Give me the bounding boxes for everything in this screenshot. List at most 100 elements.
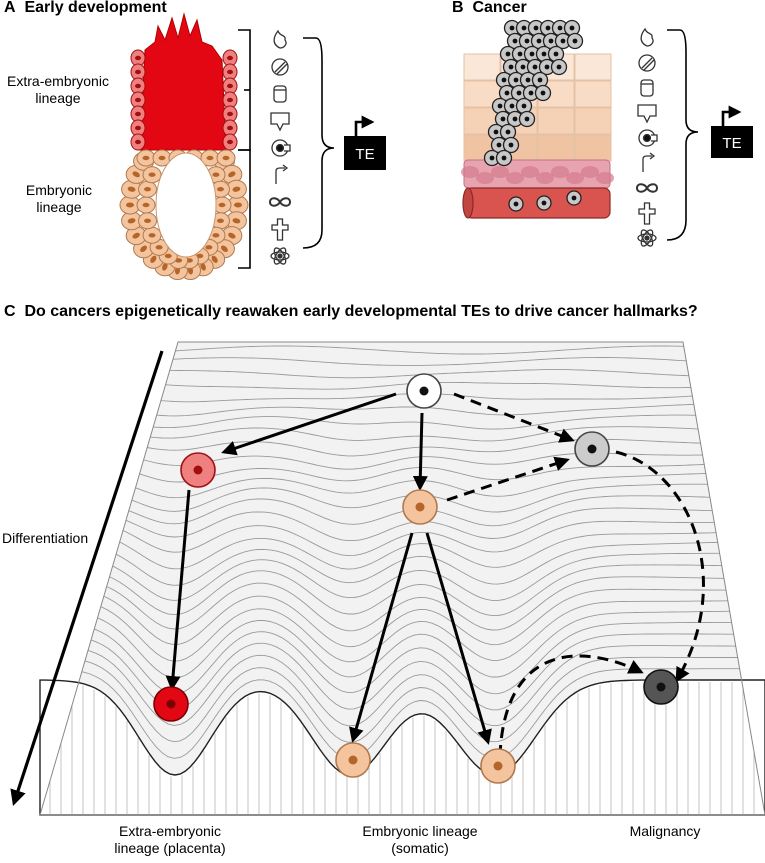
trophectoderm-cell: [130, 133, 146, 151]
embryonic-cell: [216, 149, 236, 167]
tumour-cell: [531, 71, 549, 89]
contour-line: [40, 645, 765, 727]
extra-embryonic-lineage-label: Extra-embryonic lineage: [6, 73, 110, 107]
panel-b-letter: B: [452, 0, 464, 16]
infinity-icon: [268, 197, 292, 207]
bottom-label-malignancy: Malignancy: [610, 823, 720, 840]
contour-line: [40, 599, 765, 663]
contour-line: [40, 633, 765, 711]
contour-line: [40, 507, 765, 542]
placenta-label-line2: lineage (placenta): [114, 840, 226, 856]
stroma-cell: [461, 166, 479, 178]
pluripotent-cell: [406, 373, 442, 409]
somatic-cell-2: [480, 748, 516, 784]
fire-icon: [640, 27, 654, 47]
panel-a-title: A Early development: [4, 0, 167, 17]
atom-icon: [270, 247, 290, 265]
blocked-icon: [271, 58, 289, 76]
tumour-cell: [522, 84, 540, 102]
panel-a-heading: Early development: [24, 0, 167, 16]
contour-line: [40, 668, 765, 759]
circulating-tumour-cell: [566, 190, 582, 206]
contour-line: [40, 438, 765, 457]
embryonic-cell: [136, 196, 156, 214]
te-badge-b-text: TE: [722, 135, 741, 152]
contour-line: [40, 564, 765, 617]
infinity-icon: [635, 183, 659, 193]
contour-line: [40, 519, 765, 557]
stroma-cell: [476, 172, 494, 184]
dashed-trajectory-arrows: [446, 392, 705, 757]
embryonic-cell: [200, 149, 220, 167]
blastocyst-illustration: [119, 12, 249, 281]
speech-box-icon: [270, 112, 290, 132]
tumour-cell: [487, 123, 505, 141]
landscape-outline: [39, 341, 765, 816]
epithelial-cell: [574, 107, 612, 135]
contour-line: [40, 610, 765, 679]
contour-line: [40, 495, 765, 527]
arrow-turn-icon: [275, 164, 289, 184]
epithelial-cell: [537, 134, 575, 162]
stroma-cell: [581, 166, 599, 178]
bottom-label-placenta: Extra-embryonic lineage (placenta): [100, 823, 240, 857]
immune-evasion-icon: [638, 129, 658, 147]
trophectoderm-cell: [130, 49, 146, 67]
cylinder-icon: [640, 79, 654, 97]
embryonic-progenitor-cell: [402, 489, 438, 525]
te-badge-a: TE: [344, 115, 386, 170]
atom-icon: [637, 229, 657, 247]
contour-line: [40, 450, 765, 470]
tumour-cell: [514, 58, 532, 76]
cylinder-icon: [273, 85, 287, 103]
te-badge-a-text: TE: [355, 146, 374, 163]
contour-line: [40, 426, 765, 442]
stroma-cell: [596, 172, 614, 184]
fire-icon: [273, 29, 287, 49]
embryonic-cell: [138, 212, 158, 230]
tumour-cell: [563, 19, 581, 37]
circulating-tumour-cell: [508, 196, 524, 212]
stroma-cell: [521, 166, 539, 178]
embryonic-label-line1: Embryonic: [25, 182, 93, 198]
extra-embryonic-progenitor-cell: [180, 452, 216, 488]
immune-evasion-icon: [271, 139, 291, 157]
panel-b-title: B Cancer: [452, 0, 527, 17]
differentiation-arrow: [10, 350, 164, 807]
contour-line: [40, 472, 765, 499]
bottom-label-somatic: Embryonic lineage (somatic): [350, 823, 490, 857]
panel-b-brackets: [666, 29, 699, 241]
contour-line: [40, 588, 765, 648]
blastocoel-cavity: [155, 152, 217, 258]
blocked-icon: [638, 54, 656, 72]
tumour-cell: [550, 58, 568, 76]
tumour-cell: [502, 136, 520, 154]
malignancy-label: Malignancy: [629, 823, 701, 839]
embryonic-cell: [138, 180, 158, 198]
embryonic-cell: [142, 226, 162, 244]
arrow-turn-icon: [642, 152, 656, 172]
panel-c-title: C Do cancers epigenetically reawaken ear…: [4, 303, 698, 321]
malignant-cell: [643, 669, 679, 705]
stroma-cell: [566, 172, 584, 184]
embryonic-lineage-label: Embryonic lineage: [14, 182, 104, 216]
somatic-cell-1: [335, 742, 371, 778]
contour-line: [40, 576, 765, 632]
panel-b-heading: Cancer: [472, 0, 527, 16]
trophectoderm-cell: [130, 105, 146, 123]
contour-line: [40, 541, 765, 586]
tumour-cell: [515, 97, 533, 115]
tumour-cell: [566, 32, 584, 50]
te-badge-b: TE: [711, 105, 753, 158]
extra-embryonic-syncytium: [139, 12, 227, 151]
embryonic-cell: [152, 149, 172, 167]
epithelial-cell: [574, 80, 612, 108]
epithelial-cell: [574, 53, 612, 81]
tumour-cell: [534, 84, 552, 102]
speech-box-icon: [637, 104, 657, 124]
cross-icon: [638, 202, 656, 225]
tumour-illustration: [461, 19, 614, 219]
panel-c-heading: Do cancers epigenetically reawaken early…: [24, 303, 698, 320]
placenta-label-line1: Extra-embryonic: [119, 823, 221, 839]
